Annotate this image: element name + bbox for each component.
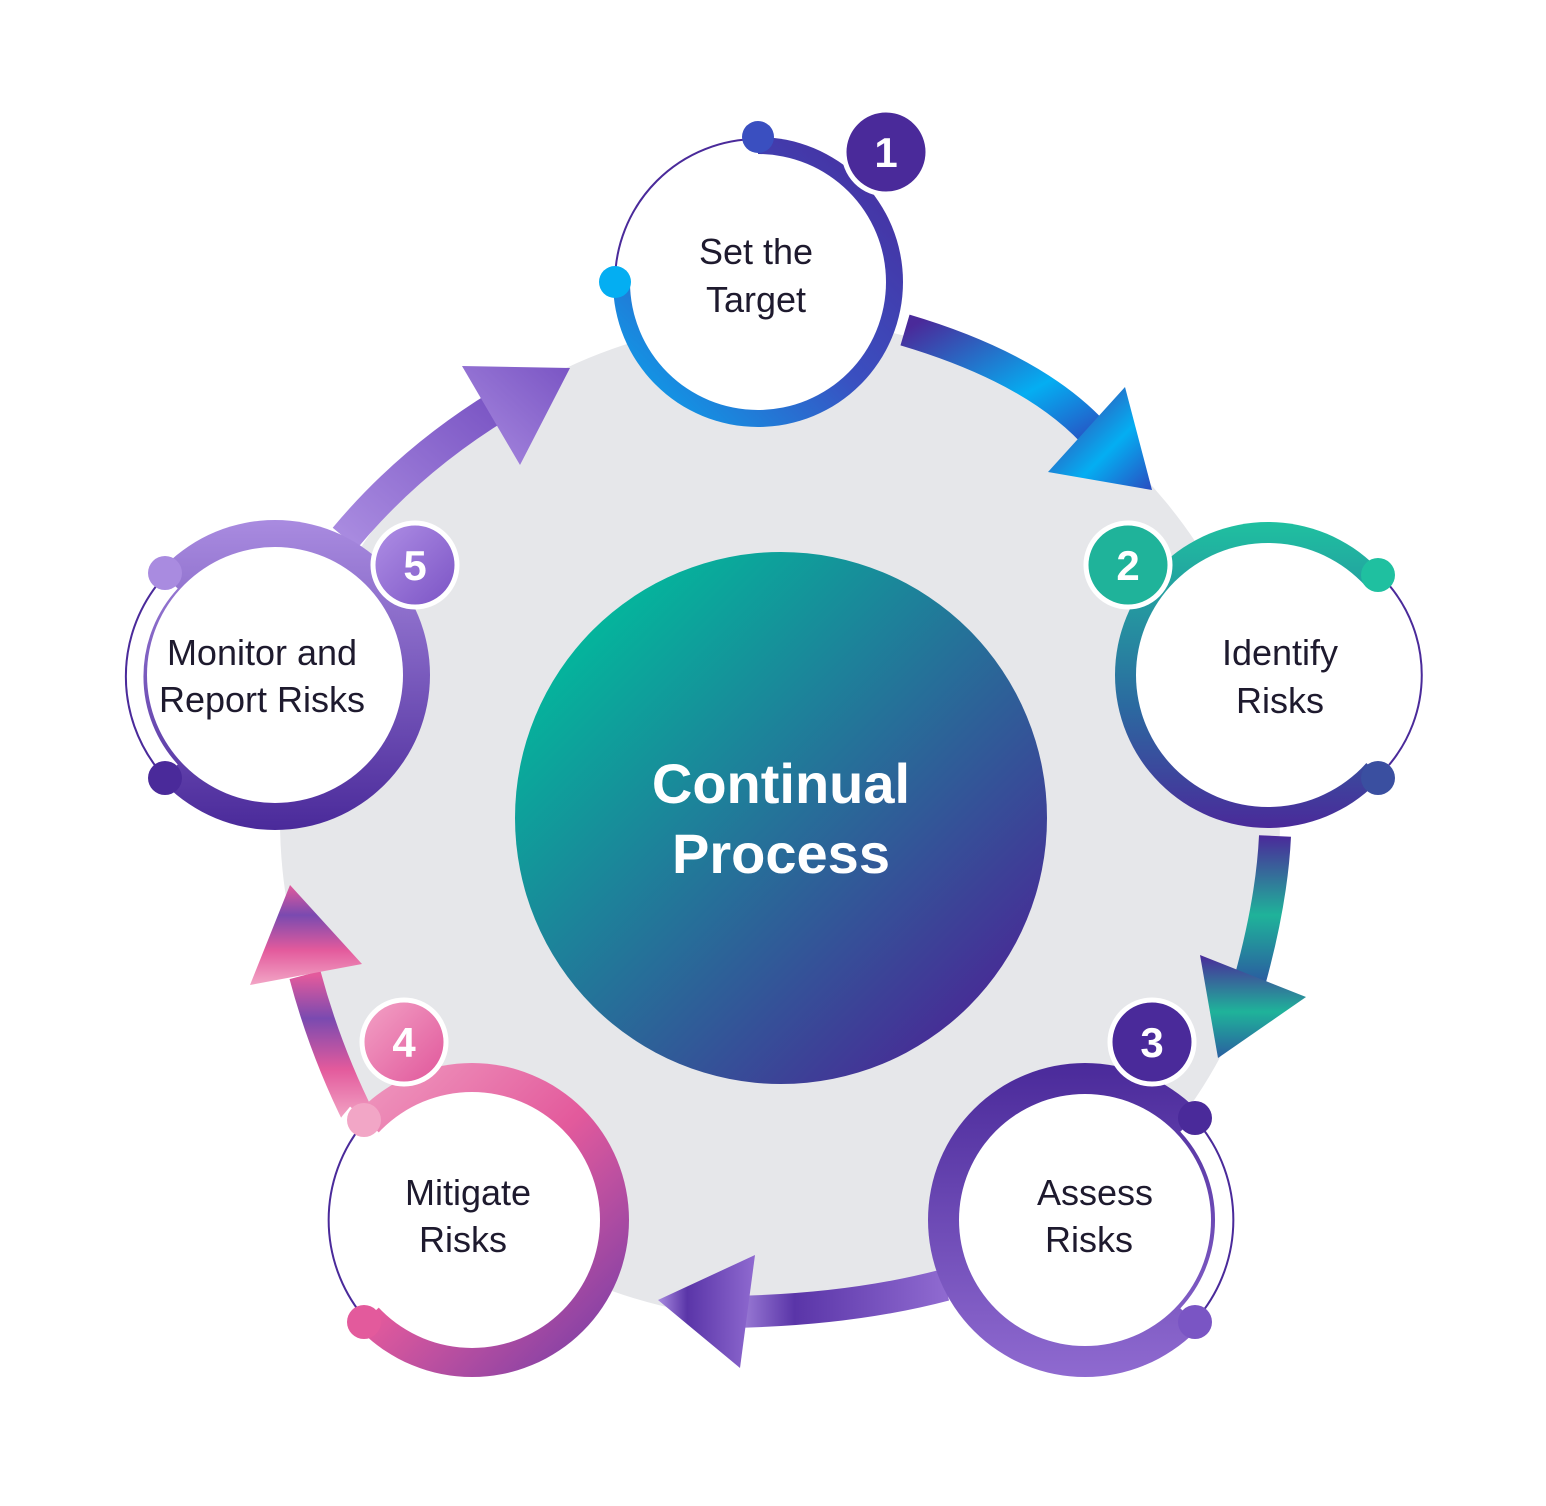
step-3-number: 3 (1140, 1019, 1163, 1066)
step-4-label-line2: Risks (419, 1219, 507, 1260)
step-1-disc (630, 154, 886, 410)
step-3-node: 3 Assess Risks (928, 997, 1256, 1377)
step-5-label-line2: Report Risks (159, 679, 365, 720)
center-circle (515, 552, 1047, 1084)
step-5-badge (370, 520, 460, 610)
step-5-label-line1: Monitor and (167, 632, 357, 673)
step-1-badge (841, 107, 931, 197)
step-2-label-line1: Identify (1222, 632, 1338, 673)
connector-1-to-2 (900, 314, 1152, 490)
step-4-label-line1: Mitigate (405, 1172, 531, 1213)
step-1-node: 1 Set the Target (597, 107, 931, 427)
step-2-number: 2 (1116, 542, 1139, 589)
connector-3-to-4 (658, 1255, 950, 1368)
step-5-number: 5 (403, 542, 426, 589)
center-label-line2: Process (672, 822, 890, 885)
step-2-label-line2: Risks (1236, 680, 1324, 721)
step-5-node: 5 Monitor and Report Risks (103, 520, 460, 830)
step-3-badge (1107, 997, 1197, 1087)
step-1-label-line1: Set the (699, 231, 813, 272)
center-label-line1: Continual (652, 752, 910, 815)
connector-4-to-5 (250, 885, 375, 1128)
connector-2-to-3 (1200, 835, 1306, 1058)
step-4-disc (344, 1092, 600, 1348)
step-4-badge (359, 997, 449, 1087)
step-4-node: 4 Mitigate Risks (306, 997, 629, 1377)
step-2-badge (1083, 520, 1173, 610)
step-3-disc (959, 1094, 1211, 1346)
step-3-label-line2: Risks (1045, 1219, 1133, 1260)
connector-5-to-1 (332, 366, 570, 549)
step-3-label-line1: Assess (1037, 1172, 1153, 1213)
step-2-disc (1136, 543, 1400, 807)
step-1-number: 1 (874, 129, 897, 176)
step-5-disc (147, 547, 403, 803)
step-4-number: 4 (392, 1019, 416, 1066)
step-2-node: 2 Identify Risks (1083, 520, 1437, 828)
step-1-label-line2: Target (706, 279, 806, 320)
